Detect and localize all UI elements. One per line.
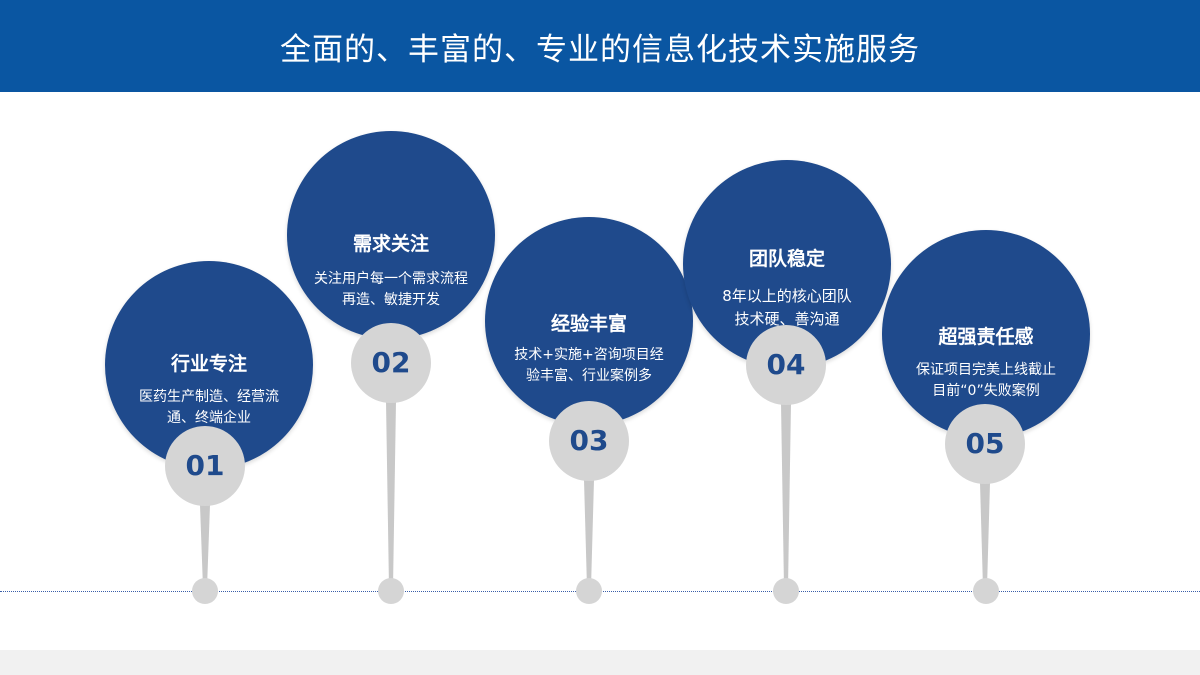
page-title: 全面的、丰富的、专业的信息化技术实施服务: [280, 32, 920, 68]
step-number-04: 04: [746, 325, 826, 405]
stem-03: [584, 480, 594, 588]
feature-circle-02: 需求关注 关注用户每一个需求流程再造、敏捷开发: [287, 131, 495, 339]
step-number-05: 05: [945, 404, 1025, 484]
feature-circle-03: 经验丰富 技术+实施+咨询项目经验丰富、行业案例多: [485, 217, 693, 425]
step-number-01: 01: [165, 426, 245, 506]
feature-description: 8年以上的核心团队技术硬、善沟通: [722, 287, 852, 328]
header-bar: [0, 0, 1200, 92]
stem-02: [386, 401, 396, 588]
stem-04: [781, 403, 791, 588]
feature-title: 团队稳定: [748, 248, 825, 270]
stem-05: [980, 483, 990, 588]
timeline-node-03: [576, 578, 602, 604]
timeline-node-01: [192, 578, 218, 604]
feature-title: 行业专注: [170, 353, 247, 375]
feature-circle-05: 超强责任感 保证项目完美上线截止目前“0”失败案例: [882, 230, 1090, 438]
feature-title: 超强责任感: [938, 326, 1034, 348]
feature-title: 经验丰富: [550, 313, 627, 335]
timeline-node-05: [973, 578, 999, 604]
step-number-03: 03: [549, 401, 629, 481]
feature-description: 医药生产制造、经营流通、终端企业: [139, 389, 279, 426]
timeline-node-04: [773, 578, 799, 604]
feature-description: 关注用户每一个需求流程再造、敏捷开发: [314, 271, 468, 308]
feature-title: 需求关注: [352, 233, 429, 255]
feature-description: 技术+实施+咨询项目经验丰富、行业案例多: [514, 347, 664, 384]
timeline-node-02: [378, 578, 404, 604]
step-number-02: 02: [351, 323, 431, 403]
footer-band: [0, 650, 1200, 675]
feature-description: 保证项目完美上线截止目前“0”失败案例: [916, 362, 1056, 399]
stem-01: [200, 505, 210, 588]
